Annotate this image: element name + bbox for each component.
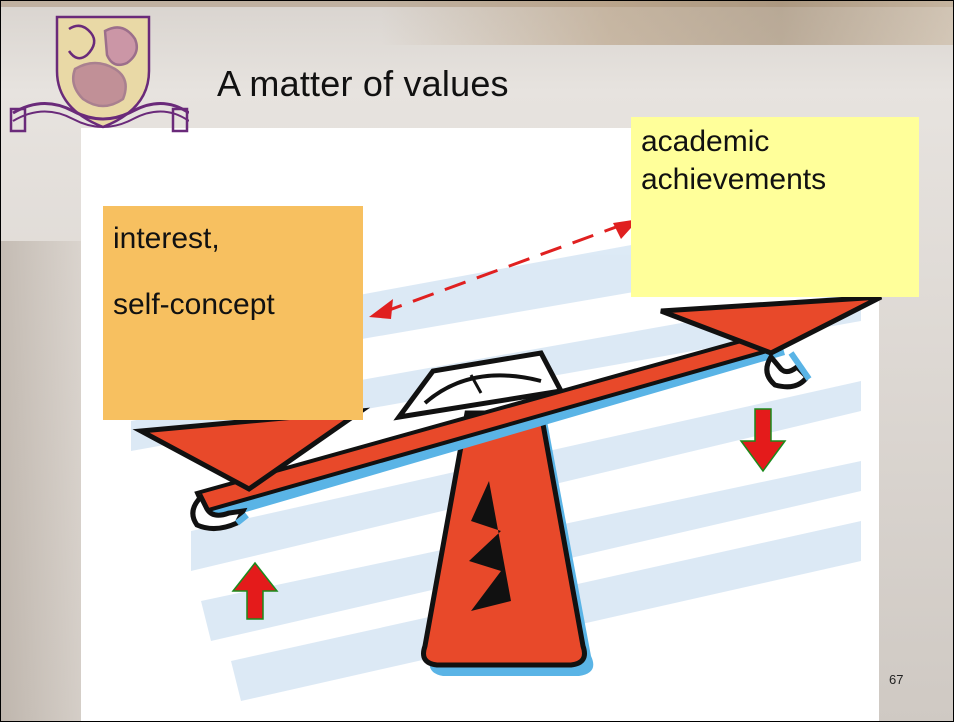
interest-selfconcept-box: interest, self-concept [103,206,363,420]
left-box-line2: self-concept [113,287,275,321]
background-top-stripe [381,1,953,45]
right-box-line1: academic [641,125,770,158]
university-crest-icon [9,15,189,133]
left-box-line1: interest, [113,222,220,255]
page-number: 67 [889,672,904,687]
academic-achievements-box: academic achievements [631,117,919,297]
right-box-line2: achievements [641,162,827,196]
slide-title: A matter of values [217,63,509,104]
